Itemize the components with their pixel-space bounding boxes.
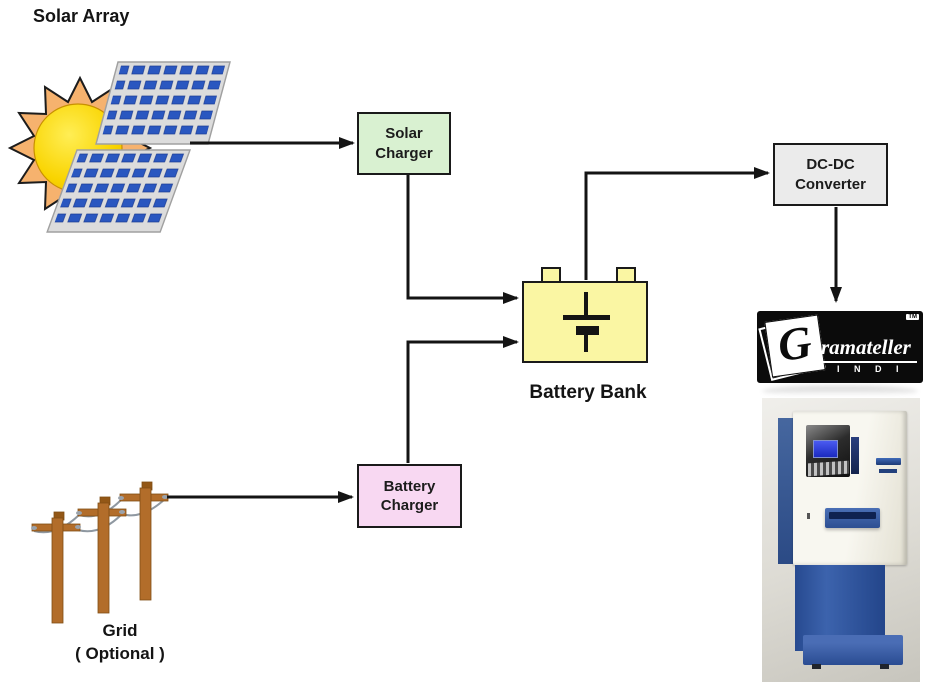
battery-charger-label-line2: Charger <box>380 497 439 514</box>
power-pole-back <box>119 481 169 601</box>
logo-g-letter: G <box>774 315 815 372</box>
battery-bank-box <box>522 281 648 363</box>
connector-solarcharger-to-batterybank <box>406 175 519 304</box>
atm-base-step <box>803 635 903 665</box>
grid-label: Grid <box>102 621 138 640</box>
atm-card-reader <box>851 437 859 474</box>
atm-cash-slot <box>829 512 876 519</box>
battery-bank-label: Battery Bank <box>529 382 647 403</box>
trademark-symbol: TM <box>906 314 919 320</box>
gramateller-logo: G ramateller I N D I TM <box>757 311 923 383</box>
solar-array-label: Solar Array <box>33 6 130 26</box>
atm-machine-photo <box>762 398 920 682</box>
connector-batterybank-to-dcdc <box>584 167 770 280</box>
battery-charger-box: Battery Charger <box>357 464 462 528</box>
atm-side-panel <box>778 418 794 564</box>
logo-wordmark: ramateller <box>821 335 917 363</box>
atm-screen <box>813 440 838 458</box>
solar-panel-upper-icon <box>95 61 231 145</box>
logo-g-tile: G <box>764 314 826 378</box>
battery-terminal-left <box>541 267 561 282</box>
logo-reflection <box>762 386 918 396</box>
battery-charger-label-line1: Battery <box>383 477 436 495</box>
power-line-icon <box>31 481 169 624</box>
atm-foot-left <box>812 664 821 669</box>
atm-receipt-slot <box>876 458 901 465</box>
dcdc-label-line2: Converter <box>795 175 866 193</box>
wire-insulators <box>31 495 168 530</box>
power-pole-middle <box>77 496 127 614</box>
dcdc-converter-box: DC-DC Converter <box>773 143 888 206</box>
dcdc-label-line1: DC-DC <box>806 156 855 173</box>
logo-subtitle: I N D I <box>837 364 905 374</box>
solar-array-illustration <box>7 61 231 233</box>
atm-foot-right <box>880 664 889 669</box>
power-pole-front <box>31 511 81 624</box>
solar-charger-label-line1: Solar <box>385 125 423 142</box>
grid-optional-label: ( Optional ) <box>75 644 165 663</box>
atm-receipt-slot-lower <box>879 469 897 473</box>
atm-door-lock <box>807 513 810 519</box>
solar-charger-label-line2: Charger <box>375 144 433 162</box>
solar-charger-box: Solar Charger <box>357 112 451 175</box>
connector-batterycharger-to-batterybank <box>406 336 519 463</box>
solar-panel-lower-icon <box>46 149 192 233</box>
battery-terminal-right <box>616 267 636 282</box>
